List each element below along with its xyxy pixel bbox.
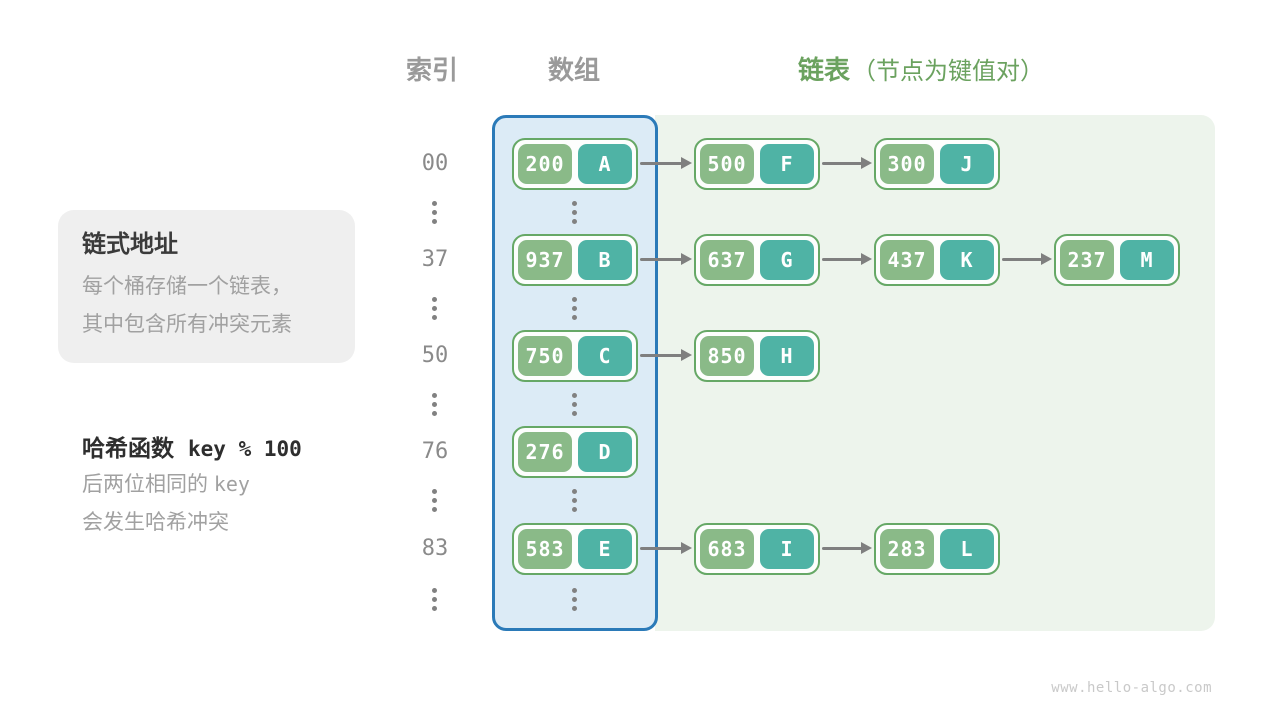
node-value: G bbox=[760, 240, 814, 280]
node-key: 276 bbox=[518, 432, 572, 472]
node-value: J bbox=[940, 144, 994, 184]
bucket-node-200-A: 200 A bbox=[512, 138, 638, 190]
node-key: 850 bbox=[700, 336, 754, 376]
node-key: 583 bbox=[518, 529, 572, 569]
node-value: D bbox=[578, 432, 632, 472]
node-value: A bbox=[578, 144, 632, 184]
vertical-ellipsis-icon bbox=[572, 297, 577, 302]
vertical-ellipsis-icon bbox=[432, 588, 437, 593]
node-value: L bbox=[940, 529, 994, 569]
hash-function-title: 哈希函数 key % 100 bbox=[82, 432, 302, 465]
index-label-50: 50 bbox=[421, 343, 449, 368]
list-node-500-F: 500 F bbox=[694, 138, 820, 190]
node-key: 937 bbox=[518, 240, 572, 280]
node-value: B bbox=[578, 240, 632, 280]
hash-note-line-2: 会发生哈希冲突 bbox=[82, 511, 229, 534]
list-header-note: （节点为键值对） bbox=[852, 58, 1045, 85]
node-value: K bbox=[940, 240, 994, 280]
node-key: 683 bbox=[700, 529, 754, 569]
vertical-ellipsis-icon bbox=[432, 489, 437, 494]
list-header-label: 链表 bbox=[798, 55, 851, 85]
arrow-right-icon bbox=[640, 157, 692, 169]
vertical-ellipsis-icon bbox=[572, 588, 577, 593]
arrow-right-icon bbox=[822, 157, 872, 169]
list-node-437-K: 437 K bbox=[874, 234, 1000, 286]
list-node-850-H: 850 H bbox=[694, 330, 820, 382]
info-box-line-2: 其中包含所有冲突元素 bbox=[82, 313, 292, 336]
chaining-info-box: 链式地址 每个桶存储一个链表， 其中包含所有冲突元素 bbox=[58, 210, 355, 363]
hash-note-key-code: key bbox=[213, 472, 250, 496]
hash-function-formula: key % 100 bbox=[188, 437, 302, 461]
node-key: 300 bbox=[880, 144, 934, 184]
array-column-header: 数组 bbox=[547, 55, 600, 85]
list-node-283-L: 283 L bbox=[874, 523, 1000, 575]
node-value: M bbox=[1120, 240, 1174, 280]
list-node-637-G: 637 G bbox=[694, 234, 820, 286]
bucket-node-937-B: 937 B bbox=[512, 234, 638, 286]
node-key: 200 bbox=[518, 144, 572, 184]
vertical-ellipsis-icon bbox=[572, 201, 577, 206]
info-box-line-1: 每个桶存储一个链表， bbox=[82, 275, 292, 298]
node-value: H bbox=[760, 336, 814, 376]
vertical-ellipsis-icon bbox=[432, 393, 437, 398]
list-node-683-I: 683 I bbox=[694, 523, 820, 575]
node-key: 500 bbox=[700, 144, 754, 184]
node-key: 437 bbox=[880, 240, 934, 280]
info-box-title: 链式地址 bbox=[82, 231, 178, 258]
node-value: C bbox=[578, 336, 632, 376]
list-node-300-J: 300 J bbox=[874, 138, 1000, 190]
node-value: F bbox=[760, 144, 814, 184]
index-label-83: 83 bbox=[421, 536, 449, 561]
hash-function-note: 哈希函数 key % 100 后两位相同的 key 会发生哈希冲突 bbox=[82, 432, 302, 542]
arrow-right-icon bbox=[822, 542, 872, 554]
list-node-237-M: 237 M bbox=[1054, 234, 1180, 286]
arrow-right-icon bbox=[1002, 253, 1052, 265]
node-key: 283 bbox=[880, 529, 934, 569]
vertical-ellipsis-icon bbox=[572, 489, 577, 494]
bucket-node-276-D: 276 D bbox=[512, 426, 638, 478]
hash-function-label: 哈希函数 bbox=[82, 435, 174, 461]
bucket-node-583-E: 583 E bbox=[512, 523, 638, 575]
node-key: 750 bbox=[518, 336, 572, 376]
vertical-ellipsis-icon bbox=[432, 297, 437, 302]
vertical-ellipsis-icon bbox=[432, 201, 437, 206]
vertical-ellipsis-icon bbox=[572, 393, 577, 398]
arrow-right-icon bbox=[640, 349, 692, 361]
arrow-right-icon bbox=[822, 253, 872, 265]
index-label-00: 00 bbox=[421, 151, 449, 176]
hash-note-line-1: 后两位相同的 key bbox=[82, 472, 250, 496]
node-value: I bbox=[760, 529, 814, 569]
index-label-37: 37 bbox=[421, 247, 449, 272]
arrow-right-icon bbox=[640, 542, 692, 554]
list-column-header: 链表 （节点为键值对） bbox=[798, 54, 1044, 86]
node-key: 637 bbox=[700, 240, 754, 280]
index-column-header: 索引 bbox=[405, 55, 458, 85]
watermark: www.hello-algo.com bbox=[1051, 680, 1212, 696]
bucket-node-750-C: 750 C bbox=[512, 330, 638, 382]
node-value: E bbox=[578, 529, 632, 569]
node-key: 237 bbox=[1060, 240, 1114, 280]
arrow-right-icon bbox=[640, 253, 692, 265]
index-label-76: 76 bbox=[421, 439, 449, 464]
